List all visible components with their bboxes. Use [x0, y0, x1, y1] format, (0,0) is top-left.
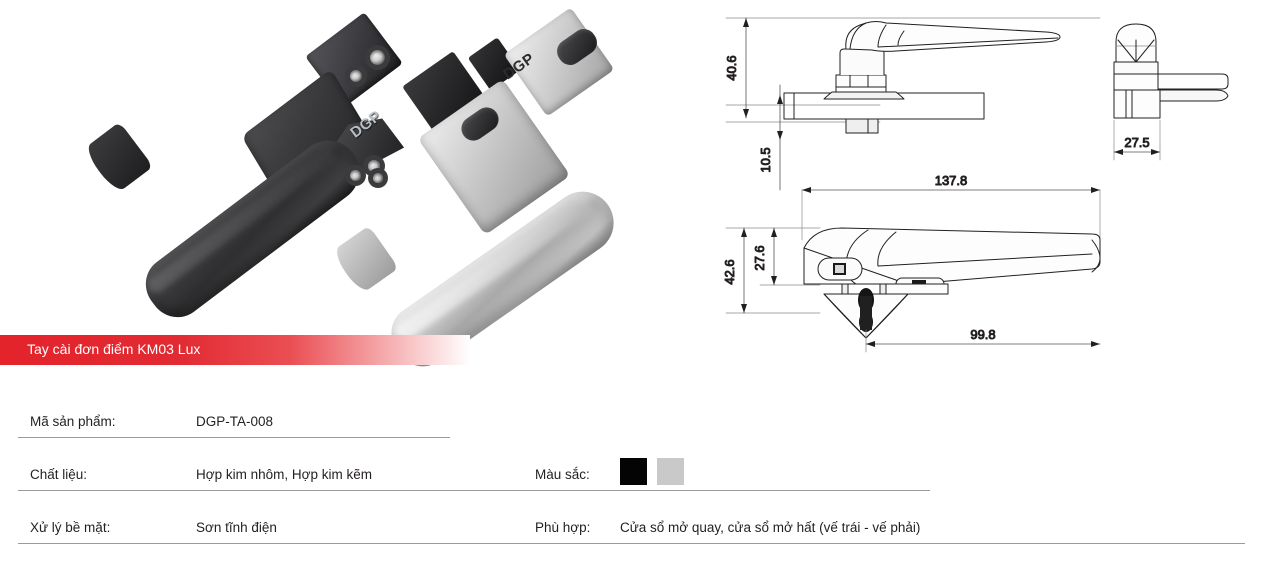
svg-text:27.5: 27.5 [1124, 135, 1149, 150]
svg-text:137.8: 137.8 [935, 173, 968, 188]
spec-label-fit: Phù hợp: [535, 520, 591, 535]
svg-text:42.6: 42.6 [722, 259, 737, 284]
spec-row-product-code: Mã sản phẩm: DGP-TA-008 [0, 394, 1260, 438]
svg-text:27.6: 27.6 [752, 245, 767, 270]
product-photo-black-handle: DGP [82, 12, 415, 329]
product-title: Tay cài đơn điểm KM03 Lux [27, 341, 201, 357]
spec-label-surface-treatment: Xử lý bề mặt: [30, 520, 111, 535]
spec-row-surface-treatment: Xử lý bề mặt: Sơn tĩnh điện Phù hợp: Cửa… [0, 500, 1260, 544]
svg-text:99.8: 99.8 [970, 327, 995, 342]
spec-value-material: Hợp kim nhôm, Hợp kim kẽm [196, 467, 372, 482]
spec-label-product-code: Mã sản phẩm: [30, 414, 116, 429]
black-handle-screw-hole [370, 50, 385, 65]
spec-value-product-code: DGP-TA-008 [196, 414, 274, 429]
spec-value-fit: Cửa sổ mở quay, cửa sổ mở hất (vế trái -… [620, 520, 921, 535]
svg-text:40.6: 40.6 [724, 55, 739, 80]
svg-text:10.5: 10.5 [758, 147, 773, 172]
spec-label-material: Chất liệu: [30, 467, 88, 482]
color-swatch-group [620, 458, 684, 485]
black-handle-screw-hole [368, 160, 380, 172]
silver-handle-lever-tip [331, 225, 399, 295]
color-swatch-black [620, 458, 647, 485]
product-title-banner: Tay cài đơn điểm KM03 Lux [0, 335, 470, 365]
spec-label-color: Màu sắc: [535, 467, 590, 482]
spec-value-surface-treatment: Sơn tĩnh điện [196, 520, 277, 535]
product-photo-area: DGP DGP [0, 0, 700, 378]
row-divider [18, 437, 450, 438]
row-divider [18, 543, 1245, 544]
spec-row-material: Chất liệu: Hợp kim nhôm, Hợp kim kẽm Màu… [0, 447, 1260, 491]
row-divider [18, 490, 930, 491]
product-photo-silver-handle: DGP [330, 7, 650, 378]
color-swatch-silver [657, 458, 684, 485]
technical-drawings: 40.6 10.5 [700, 0, 1274, 380]
black-handle-screw-hole [350, 170, 361, 181]
black-handle-screw-hole [373, 173, 383, 183]
black-handle-lever-tip [82, 121, 154, 195]
black-handle-screw-hole [350, 70, 362, 82]
